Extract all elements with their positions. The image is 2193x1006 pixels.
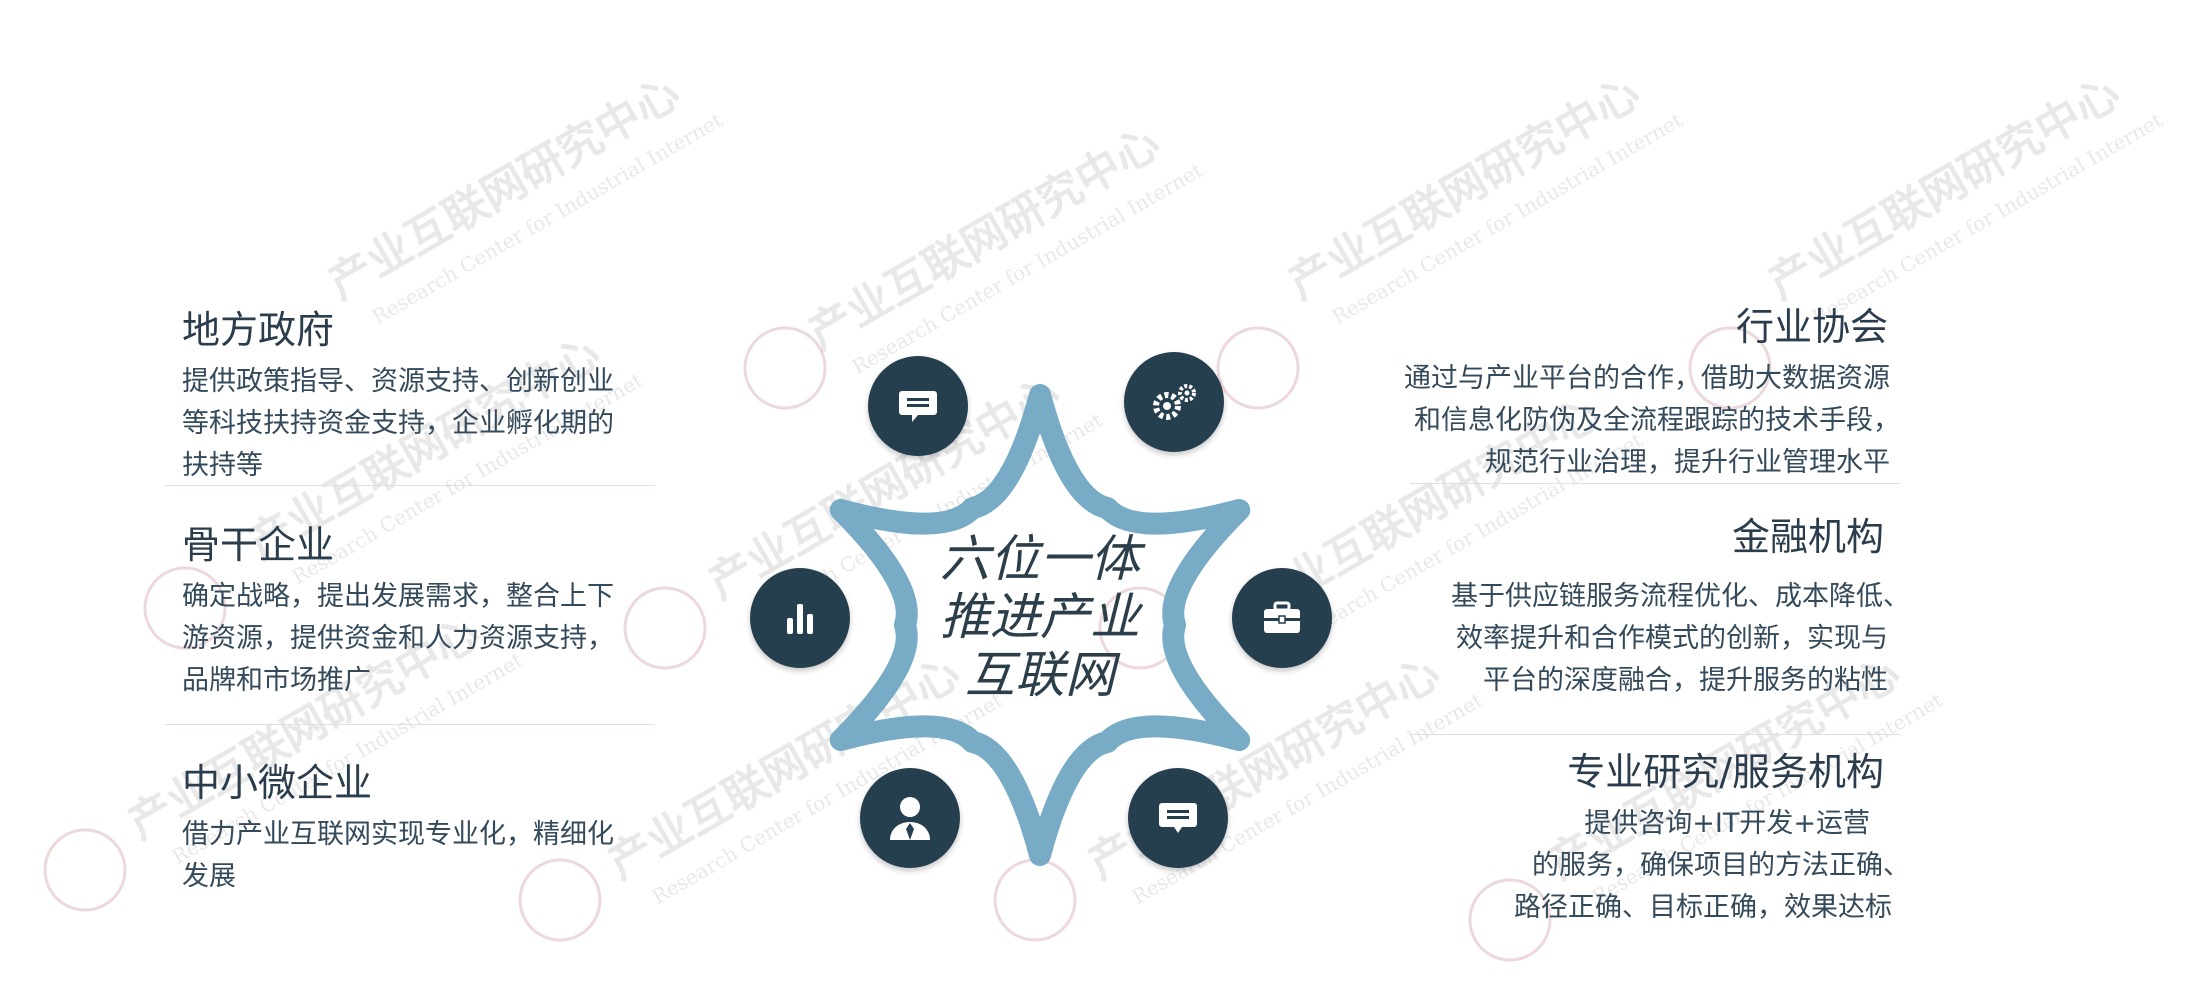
left-block-backbone-enterprise: 骨干企业 确定战略，提出发展需求，整合上下 游资源，提供资金和人力资源支持， 品… <box>182 520 662 702</box>
watermark-3: 产业互联网研究中心 Research Center for Industrial… <box>1280 67 1687 329</box>
block-title: 地方政府 <box>182 308 335 352</box>
description-line: 品牌和市场推广 <box>182 665 371 696</box>
watermark-en: Research Center for Industrial Internet <box>368 108 727 329</box>
watermark-cn: 产业互联网研究中心 <box>320 67 688 309</box>
description-line: 规范行业治理，提升行业管理水平 <box>1485 447 1890 478</box>
block-title: 金融机构 <box>1731 515 1884 559</box>
description-line: 提供政策指导、资源支持、创新创业 <box>182 366 614 397</box>
left-divider-2 <box>165 724 655 725</box>
right-block-industry-association: 行业协会 通过与产业平台的合作，借助大数据资源 和信息化防伪及全流程跟踪的技术手… <box>1330 302 1900 484</box>
right-block-research-service: 专业研究/服务机构 提供咨询+IT开发+运营 的服务，确保项目的方法正确、 路径… <box>1330 747 1910 929</box>
block-title: 中小微企业 <box>182 761 373 805</box>
briefcase-icon <box>1232 568 1332 668</box>
block-description: 通过与产业平台的合作，借助大数据资源 和信息化防伪及全流程跟踪的技术手段， 规范… <box>1330 358 1900 484</box>
description-line: 和信息化防伪及全流程跟踪的技术手段， <box>1414 405 1900 436</box>
watermark-4: 产业互联网研究中心 Research Center for Industrial… <box>1760 67 2167 329</box>
description-line: 借力产业互联网实现专业化，精细化 <box>182 819 614 850</box>
description-line: 等科技扶持资金支持，企业孵化期的 <box>182 408 614 439</box>
watermark-cn: 产业互联网研究中心 <box>1760 67 2128 309</box>
description-line: 确定战略，提出发展需求，整合上下 <box>182 581 614 612</box>
block-description: 提供咨询+IT开发+运营 的服务，确保项目的方法正确、 路径正确、目标正确，效果… <box>1330 803 1910 929</box>
chat-icon <box>1128 768 1228 868</box>
watermark-1: 产业互联网研究中心 Research Center for Industrial… <box>320 67 727 329</box>
description-line: 路径正确、目标正确，效果达标 <box>1514 892 1892 923</box>
block-description: 基于供应链服务流程优化、成本降低、 效率提升和合作模式的创新，实现与 平台的深度… <box>1330 576 1910 702</box>
center-title: 六位一体 推进产业 互联网 <box>880 530 1200 704</box>
description-line: 提供咨询+IT开发+运营 <box>1584 808 1870 839</box>
right-divider-2 <box>1410 734 1900 735</box>
description-line: 基于供应链服务流程优化、成本降低、 <box>1451 581 1910 612</box>
chat-icon <box>868 356 968 456</box>
watermark-en: Research Center for Industrial Internet <box>1808 108 2167 329</box>
watermark-en: Research Center for Industrial Internet <box>1328 108 1687 329</box>
right-block-financial-institution: 金融机构 基于供应链服务流程优化、成本降低、 效率提升和合作模式的创新，实现与 … <box>1330 512 1910 702</box>
block-description: 确定战略，提出发展需求，整合上下 游资源，提供资金和人力资源支持， 品牌和市场推… <box>182 576 662 702</box>
star-outline <box>829 384 1251 866</box>
block-description: 借力产业互联网实现专业化，精细化 发展 <box>182 814 662 898</box>
description-line: 通过与产业平台的合作，借助大数据资源 <box>1404 363 1890 394</box>
block-title: 骨干企业 <box>182 523 335 567</box>
description-line: 游资源，提供资金和人力资源支持， <box>182 623 614 654</box>
description-line: 发展 <box>182 861 236 892</box>
block-description: 提供政策指导、资源支持、创新创业 等科技扶持资金支持，企业孵化期的 扶持等 <box>182 361 662 487</box>
right-divider-1 <box>1410 483 1900 484</box>
center-title-line: 互联网 <box>965 646 1115 704</box>
description-line: 效率提升和合作模式的创新，实现与 <box>1456 623 1888 654</box>
bar-chart-icon <box>750 568 850 668</box>
gears-icon <box>1124 352 1224 452</box>
watermark-cn: 产业互联网研究中心 <box>800 117 1168 359</box>
block-title: 专业研究/服务机构 <box>1567 750 1884 794</box>
center-title-line: 六位一体 <box>940 530 1140 588</box>
left-divider-1 <box>165 485 655 486</box>
description-line: 的服务，确保项目的方法正确、 <box>1532 850 1910 881</box>
left-block-small-enterprise: 中小微企业 借力产业互联网实现专业化，精细化 发展 <box>182 758 662 898</box>
description-line: 平台的深度融合，提升服务的粘性 <box>1483 665 1888 696</box>
left-block-government: 地方政府 提供政策指导、资源支持、创新创业 等科技扶持资金支持，企业孵化期的 扶… <box>182 305 662 487</box>
center-title-line: 推进产业 <box>940 588 1140 646</box>
block-title: 行业协会 <box>1735 305 1888 349</box>
description-line: 扶持等 <box>182 450 263 481</box>
watermark-cn: 产业互联网研究中心 <box>1280 67 1648 309</box>
center-star <box>829 384 1251 866</box>
person-icon <box>860 768 960 868</box>
